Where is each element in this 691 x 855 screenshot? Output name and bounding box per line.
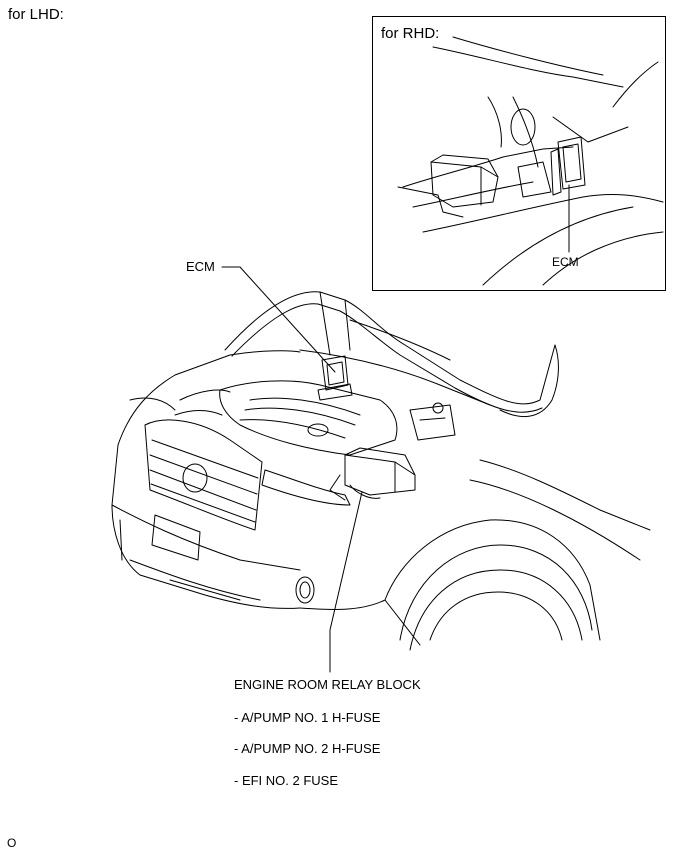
fuse-item-1: - A/PUMP NO. 1 H-FUSE	[234, 710, 381, 725]
open-hood	[224, 291, 559, 418]
wheel-arch	[399, 544, 593, 641]
relay-block	[344, 447, 416, 496]
fog-lamp	[295, 576, 315, 604]
ecm-label-inset: ECM	[552, 255, 579, 269]
ecm-label-main: ECM	[186, 259, 215, 274]
ecm-module	[321, 355, 349, 391]
fuse-item-3: - EFI NO. 2 FUSE	[234, 773, 339, 788]
corner-mark: O	[7, 836, 17, 850]
headlight	[261, 469, 351, 506]
ecm-module-inset	[557, 136, 586, 190]
front-fender	[299, 519, 591, 611]
relay-block-label: ENGINE ROOM RELAY BLOCK	[234, 677, 421, 692]
fuse-item-2: - A/PUMP NO. 2 H-FUSE	[234, 741, 381, 756]
vehicle-body-outline	[117, 350, 301, 446]
front-tire	[409, 569, 583, 651]
engine-cover	[219, 380, 398, 456]
ecm-leader-line	[221, 266, 336, 373]
rhd-title: for RHD:	[381, 25, 440, 42]
lhd-title: for LHD:	[8, 6, 64, 23]
rhd-inset-panel: for RHD:	[372, 16, 666, 291]
grille-emblem	[182, 463, 208, 493]
front-grille	[144, 419, 263, 531]
relay-leader-line	[329, 491, 363, 673]
license-plate	[151, 514, 201, 561]
rhd-engine-bay-illustration	[397, 36, 664, 286]
